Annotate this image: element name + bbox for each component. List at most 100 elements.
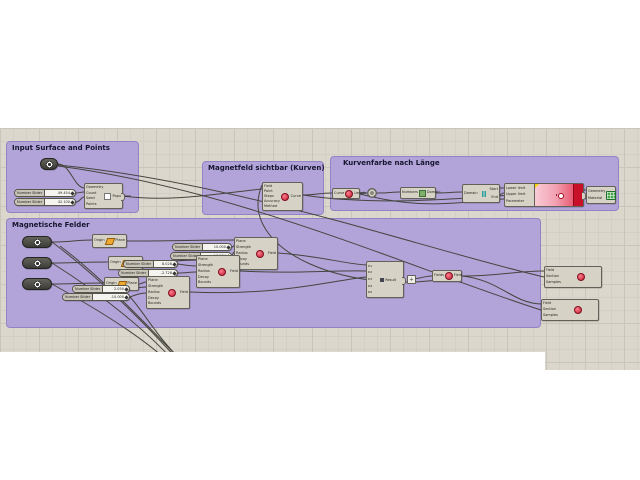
spin-force-node-1[interactable]: Plane Strength Radius Decay Bounds Field [234,237,278,270]
input-label: Curve [334,190,345,195]
spin-force-icon [255,249,264,258]
output-labels: Field [179,277,189,308]
slider-value: -10.000 [110,295,124,299]
gradient-handle[interactable] [558,193,564,199]
field-line-node[interactable]: Field Point Steps Accuracy Method Curve [262,182,303,211]
input-labels: Origin [105,278,118,290]
input-label: Plane [236,239,246,244]
point-param-capsule-1[interactable] [22,236,52,248]
spin-force-node-2[interactable]: Plane Strength Radius Decay Bounds Field [196,255,240,288]
input-labels: Field Section Samples [545,267,562,287]
slider-track[interactable]: 2.050 [103,286,129,292]
input-labels: Origin [109,257,122,269]
wire [177,263,197,267]
populate-geometry-node[interactable]: Geometry Count Seed Points Population [84,183,131,209]
input-label: D3 [368,276,373,281]
bounds-node[interactable]: Numbers Domain [400,187,440,199]
seed-number-slider[interactable]: Number Slider 42.100 [14,198,76,206]
input-labels: Origin [93,235,106,247]
slider-track[interactable]: 10.000 [203,244,231,250]
spin-force-icon [167,288,176,297]
output-labels: Length [353,189,367,198]
input-labels: Plane Strength Radius Decay Bounds [235,238,252,269]
slider-track[interactable]: 49.454 [45,190,75,196]
slider-track[interactable]: -2.728 [149,270,177,276]
surface-param-capsule[interactable] [40,158,58,170]
slider-grip[interactable] [70,199,75,205]
slider-name: Number Slider [15,190,46,196]
gradient-swatch[interactable] [534,184,573,206]
output-labels: Field [453,271,463,281]
slider-grip[interactable] [172,261,177,267]
node-body [345,189,354,198]
slider-track[interactable]: 42.100 [45,199,75,205]
input-label: Fields [434,273,444,278]
magnet2-strength-slider[interactable]: Number Slider 8.028 [123,260,178,268]
group-title: Input Surface and Points [12,144,110,152]
input-label: Bounds [236,262,250,267]
merge-expand-button[interactable]: + [407,275,416,284]
input-labels: Lower limit Upper limit Parameter [505,184,534,206]
wire [277,252,367,266]
input-label: Steps [264,193,274,198]
custom-preview-node[interactable]: Geometry Material [586,186,617,204]
point-param-capsule-3[interactable] [22,278,52,290]
input-labels: Fields [433,271,445,281]
node-body [606,187,617,203]
input-label: Parameter [506,198,525,203]
slider-grip[interactable] [124,286,129,292]
wire [57,165,542,311]
merge-fields-icon [444,272,453,280]
spin-force-node-3[interactable]: Plane Strength Radius Decay Bounds Field [146,276,190,309]
grasshopper-canvas[interactable]: Input Surface and Points Magnetfeld sich… [0,128,640,370]
node-body [418,188,426,198]
output-nub[interactable] [402,276,406,285]
curve-length-node[interactable]: Curve Length [332,188,366,199]
input-labels: D1 D2 D3 D4 D5 [367,262,373,297]
field-tensor-display-node[interactable]: Field Section Samples [541,299,599,321]
deconstruct-domain-node[interactable]: Domain Start End [462,184,500,203]
node-body [444,271,453,281]
node-body [164,277,179,308]
wire [257,184,463,283]
output-nub[interactable] [582,192,586,200]
slider-grip[interactable] [124,294,129,300]
merge-node[interactable]: D1 D2 D3 D4 D5 Result [366,261,406,298]
slider-grip[interactable] [70,190,75,196]
xy-plane-node-1[interactable]: Origin Plane [92,234,127,248]
merge-fields-node[interactable]: Fields Field [432,270,462,282]
slider-track[interactable]: 8.028 [154,261,177,267]
slider-grip[interactable] [172,270,177,276]
node-body: Result [373,262,403,297]
field-display-icon [577,273,586,281]
gradient-node[interactable]: Lower limit Upper limit Parameter [504,183,586,207]
input-label: Seed [86,196,95,200]
point-param-capsule-2[interactable] [22,257,52,269]
node-body [562,267,601,287]
output-label: Plane [115,238,125,243]
input-label: Bounds [198,280,212,285]
output-nub[interactable] [121,193,125,201]
wire [231,251,235,256]
slider-grip[interactable] [226,244,231,250]
point-icon [33,280,41,288]
output-labels: Plane [114,235,126,247]
slider-track[interactable]: -10.000 [93,294,129,300]
input-label: Material [588,195,603,200]
input-label: Plane [148,278,158,283]
wire [499,192,505,196]
field-scalar-display-node[interactable]: Field Section Samples [544,266,602,288]
count-number-slider[interactable]: Number Slider 49.454 [14,189,76,197]
input-labels: Plane Strength Radius Decay Bounds [147,277,164,308]
merge-icon [380,277,385,282]
magnet1-strength-slider[interactable]: Number Slider 10.000 [172,243,232,251]
input-label: Bounds [148,301,162,306]
magnet3-radius-slider[interactable]: Number Slider -10.000 [62,293,130,301]
magnet3-strength-slider[interactable]: Number Slider 2.050 [72,285,130,293]
checkbox-icon [104,192,112,200]
input-labels: Numbers [401,188,419,198]
relay-node[interactable] [367,188,377,198]
output-label: Field [179,289,188,294]
node-body [281,183,290,210]
